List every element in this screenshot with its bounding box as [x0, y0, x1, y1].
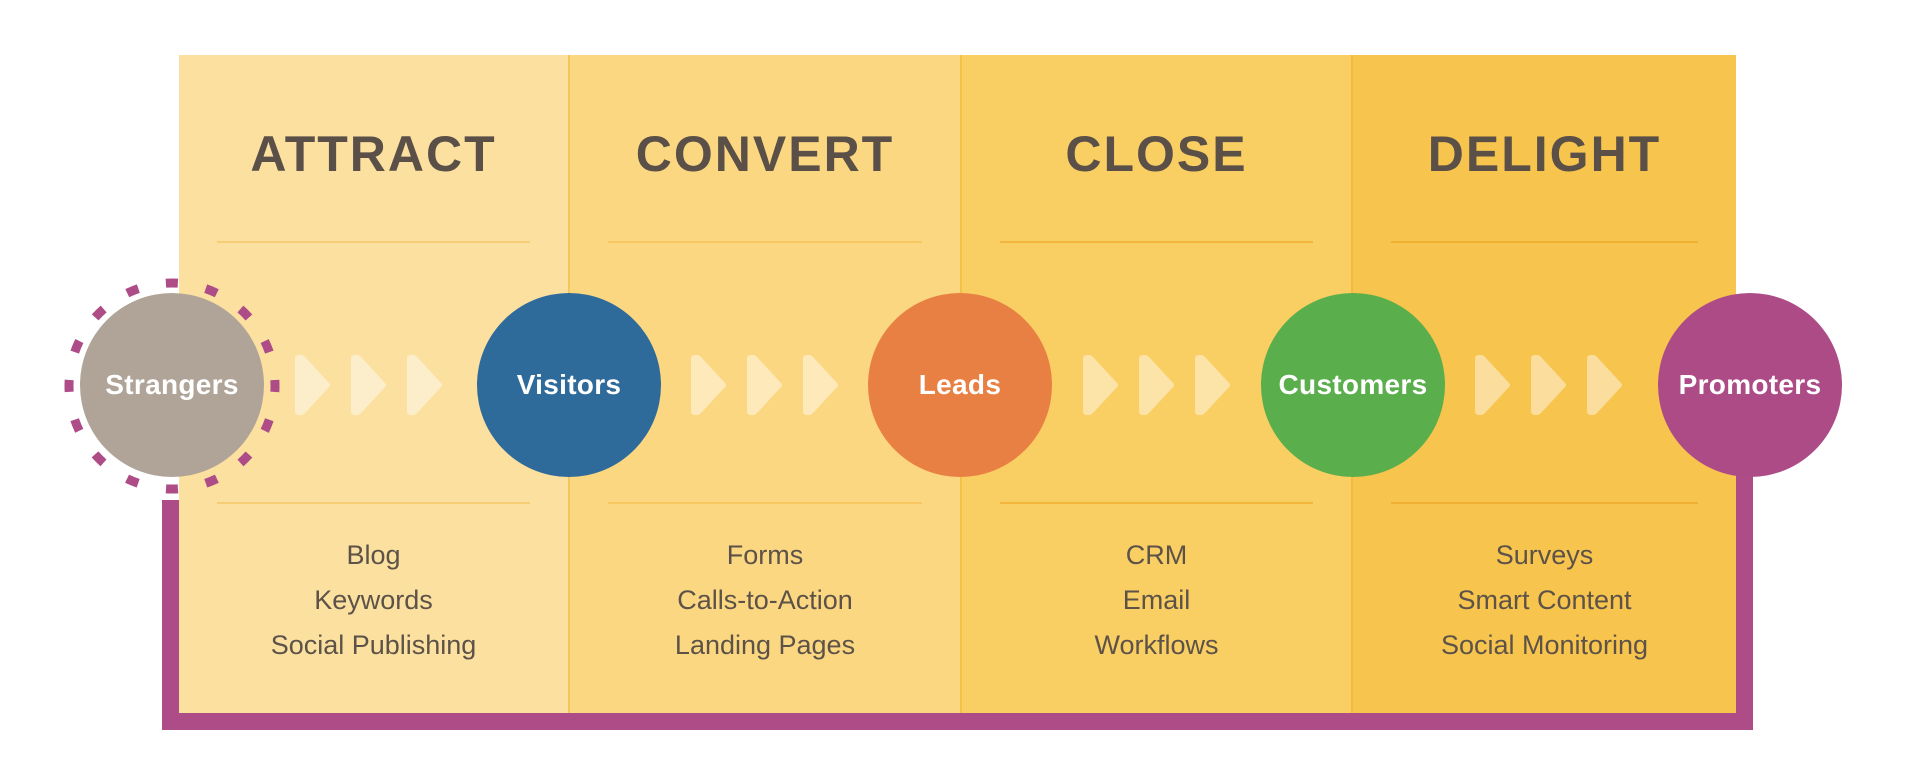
node-customers: Customers — [1261, 293, 1445, 477]
chevron-right-icon — [747, 355, 783, 415]
feedback-loop-right — [1736, 460, 1753, 730]
tool-item: Social Monitoring — [1440, 630, 1649, 660]
stage-tools: Blog Keywords Social Publishing — [179, 533, 568, 668]
chevron-right-icon — [295, 355, 331, 415]
tool-item: Forms — [726, 540, 804, 570]
divider — [217, 241, 530, 243]
node-label: Promoters — [1678, 369, 1822, 400]
tool-item: Social Publishing — [270, 630, 477, 660]
node-label: Visitors — [516, 369, 622, 400]
chevron-right-icon — [407, 355, 443, 415]
chevron-right-icon — [691, 355, 727, 415]
node-label: Customers — [1278, 369, 1428, 400]
stage-title: CLOSE — [1065, 126, 1248, 182]
stage-title: CONVERT — [635, 126, 895, 182]
chevron-right-icon — [1195, 355, 1231, 415]
divider — [217, 502, 530, 504]
node-promoters: Promoters — [1658, 293, 1842, 477]
stage-tools: Surveys Smart Content Social Monitoring — [1353, 533, 1736, 668]
tool-item: Calls-to-Action — [677, 585, 853, 615]
chevron-right-icon — [1531, 355, 1567, 415]
chevron-right-icon — [803, 355, 839, 415]
tool-item: Email — [1122, 585, 1191, 615]
feedback-loop-bottom — [162, 713, 1753, 730]
stage-title: DELIGHT — [1427, 126, 1662, 182]
chevron-right-icon — [351, 355, 387, 415]
tool-item: Blog — [346, 540, 401, 570]
divider — [1000, 241, 1313, 243]
divider — [1391, 241, 1698, 243]
divider — [608, 241, 922, 243]
divider — [1000, 502, 1313, 504]
node-label: Strangers — [105, 369, 239, 400]
tool-item: Landing Pages — [674, 630, 856, 660]
feedback-loop-left — [162, 500, 179, 730]
divider — [1391, 502, 1698, 504]
stage-tools: Forms Calls-to-Action Landing Pages — [570, 533, 960, 668]
chevron-right-icon — [1587, 355, 1623, 415]
tool-item: CRM — [1125, 540, 1188, 570]
tool-item: Workflows — [1094, 630, 1219, 660]
stage-title: ATTRACT — [250, 126, 497, 182]
chevron-right-icon — [1139, 355, 1175, 415]
chevron-right-icon — [1083, 355, 1119, 415]
stage-tools: CRM Email Workflows — [962, 533, 1351, 668]
node-label: Leads — [918, 369, 1002, 400]
chevron-right-icon — [1475, 355, 1511, 415]
tool-item: Surveys — [1495, 540, 1594, 570]
node-strangers: Strangers — [80, 293, 264, 477]
divider — [608, 502, 922, 504]
tool-item: Smart Content — [1457, 585, 1632, 615]
tool-item: Keywords — [314, 585, 433, 615]
dashed-highlight-ring — [64, 278, 280, 494]
node-leads: Leads — [868, 293, 1052, 477]
node-visitors: Visitors — [477, 293, 661, 477]
